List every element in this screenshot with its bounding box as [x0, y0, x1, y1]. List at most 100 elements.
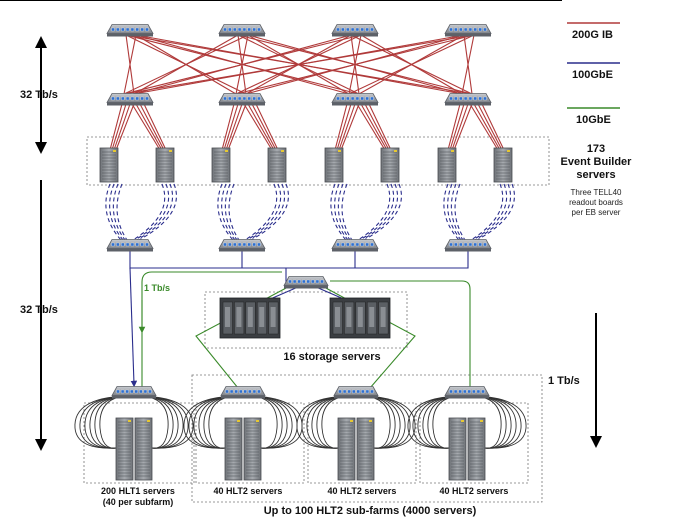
server-body — [324, 147, 344, 183]
switch-port — [311, 279, 315, 284]
ib-server-link — [481, 103, 505, 151]
ib-server-link — [247, 103, 275, 151]
switch-port — [483, 96, 487, 101]
switch-port — [145, 242, 149, 247]
switch-port — [478, 96, 482, 101]
switch-port — [370, 96, 374, 101]
switch-port — [140, 242, 144, 247]
hlt-cable — [363, 395, 401, 449]
server-icon — [267, 147, 287, 183]
switch-port — [148, 389, 152, 394]
switch-port — [130, 389, 134, 394]
server-icon — [243, 417, 262, 481]
switch-port — [242, 96, 247, 101]
dashed-100gbe-link — [359, 183, 395, 241]
server-led — [281, 150, 284, 152]
switch-port — [116, 96, 120, 101]
switch-port — [365, 96, 369, 101]
switch-port — [467, 389, 471, 394]
link-bandwidth-label: 1 Tb/s — [144, 283, 170, 293]
switch-port — [370, 242, 374, 247]
network-switch-icon — [444, 93, 492, 106]
switch-port — [252, 242, 256, 247]
dashed-100gbe-link — [224, 183, 238, 241]
hlt-cable — [474, 395, 517, 449]
server-icon — [337, 417, 356, 481]
hlt2-label-b: 40 HLT2 servers — [328, 486, 397, 496]
switch-port — [449, 242, 453, 247]
server-icon — [324, 147, 344, 183]
dashed-100gbe-link — [474, 183, 512, 241]
switch-port — [237, 96, 242, 101]
hlt-cable — [363, 395, 416, 449]
hlt2-label-a: 40 HLT2 servers — [214, 486, 283, 496]
hlt-cable — [474, 395, 512, 449]
hlt-cable — [311, 395, 349, 449]
hlt-cable — [208, 395, 236, 449]
switch-base — [332, 248, 378, 252]
switch-port — [239, 389, 243, 394]
hlt-cable — [296, 395, 349, 449]
ib-server-link — [131, 103, 161, 151]
legend-ib-label: 200G IB — [572, 29, 613, 41]
network-switch-icon — [444, 239, 492, 252]
switch-port — [350, 27, 355, 32]
hlt-cable — [427, 395, 460, 449]
hlt-cable — [417, 395, 460, 449]
ib-server-link — [221, 103, 235, 151]
server-led — [451, 150, 454, 152]
server-icon — [155, 147, 175, 183]
ib-server-link — [139, 103, 165, 151]
hlt-cable — [432, 395, 460, 449]
switch-port — [116, 27, 120, 32]
server-led — [169, 150, 172, 152]
hlt1-label-1: 200 HLT1 servers — [101, 486, 175, 496]
links — [74, 34, 527, 449]
server-led — [147, 420, 150, 422]
hlt-cable — [412, 395, 460, 449]
green-hlt1-link — [141, 271, 282, 388]
network-switch-icon — [106, 93, 154, 106]
dashed-100gbe-link — [112, 183, 126, 241]
hlt-cable — [250, 395, 288, 449]
top-bandwidth-label: 32 Tb/s — [20, 89, 58, 101]
eb-note-3: per EB server — [572, 208, 621, 217]
dashed-100gbe-link — [447, 183, 462, 241]
dashed-100gbe-link — [136, 183, 174, 241]
switch-port — [483, 27, 487, 32]
switch-port — [365, 389, 370, 394]
switch-port — [257, 389, 261, 394]
hlt2-subfarm-b — [307, 402, 417, 484]
hlt-cable — [141, 395, 174, 449]
switch-port — [347, 389, 351, 394]
switch-port — [252, 96, 256, 101]
hlt-cable — [474, 395, 522, 449]
switch-port — [247, 27, 251, 32]
dashed-100gbe-link — [476, 183, 515, 241]
network-switch-icon — [331, 239, 379, 252]
ib-server-link — [334, 103, 348, 151]
dashed-100gbe-link — [138, 183, 177, 241]
switch-port — [223, 27, 227, 32]
switch-port — [228, 242, 232, 247]
switch-port — [338, 389, 342, 394]
blue-to-hlt1 — [129, 267, 138, 388]
hlt-cable — [193, 395, 236, 449]
switch-port — [468, 242, 473, 247]
dashed-100gbe-link — [134, 183, 170, 241]
switch-port — [140, 27, 144, 32]
switch-base — [334, 395, 378, 399]
ib-crossbar-link — [123, 34, 249, 95]
network-switch-icon — [444, 386, 490, 399]
switch-base — [107, 102, 153, 106]
hlt-cable — [363, 395, 406, 449]
server-led — [507, 150, 510, 152]
hlt2-label-c: 40 HLT2 servers — [440, 486, 509, 496]
storage-drive-face — [225, 307, 230, 327]
right-bandwidth-label: 1 Tb/s — [548, 375, 580, 387]
switch-port — [370, 389, 374, 394]
switch-port — [145, 27, 149, 32]
switch-base — [284, 285, 328, 289]
switch-port — [468, 96, 473, 101]
